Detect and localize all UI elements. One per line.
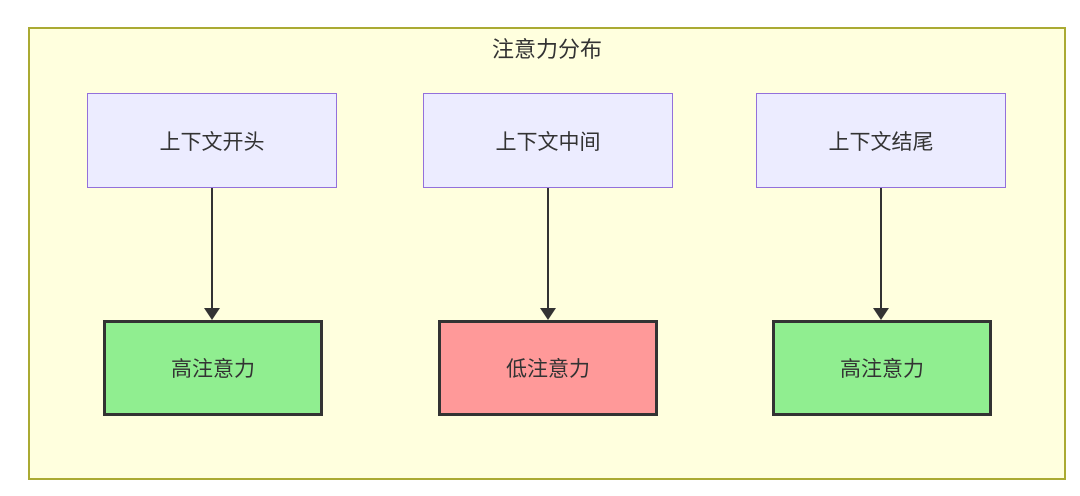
down-arrow-2 [540,188,556,320]
arrow-head-icon [540,308,556,320]
diagram-title: 注意力分布 [491,37,602,62]
source-node-context-end: 上下文结尾 [756,93,1006,188]
arrow-head-icon [204,308,220,320]
source-node-context-middle: 上下文中间 [423,93,673,188]
source-node-context-beginning: 上下文开头 [87,93,337,188]
arrow-line [547,188,549,308]
arrow-line [211,188,213,308]
diagram-canvas: 注意力分布 上下文开头 高注意力 上下文中间 低注意力 上下文结尾 高注意力 [28,27,1066,480]
target-node-low-attention: 低注意力 [438,320,658,416]
arrow-line [880,188,882,308]
arrow-head-icon [873,308,889,320]
target-node-high-attention-2: 高注意力 [772,320,992,416]
down-arrow-1 [204,188,220,320]
target-node-high-attention-1: 高注意力 [103,320,323,416]
down-arrow-3 [873,188,889,320]
